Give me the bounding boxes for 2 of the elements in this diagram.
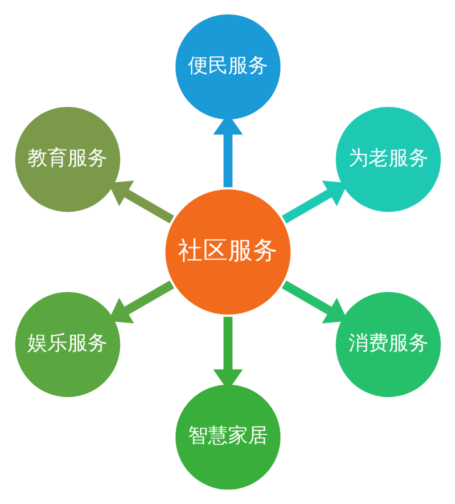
arrow bbox=[281, 180, 348, 224]
arrow bbox=[281, 280, 348, 324]
